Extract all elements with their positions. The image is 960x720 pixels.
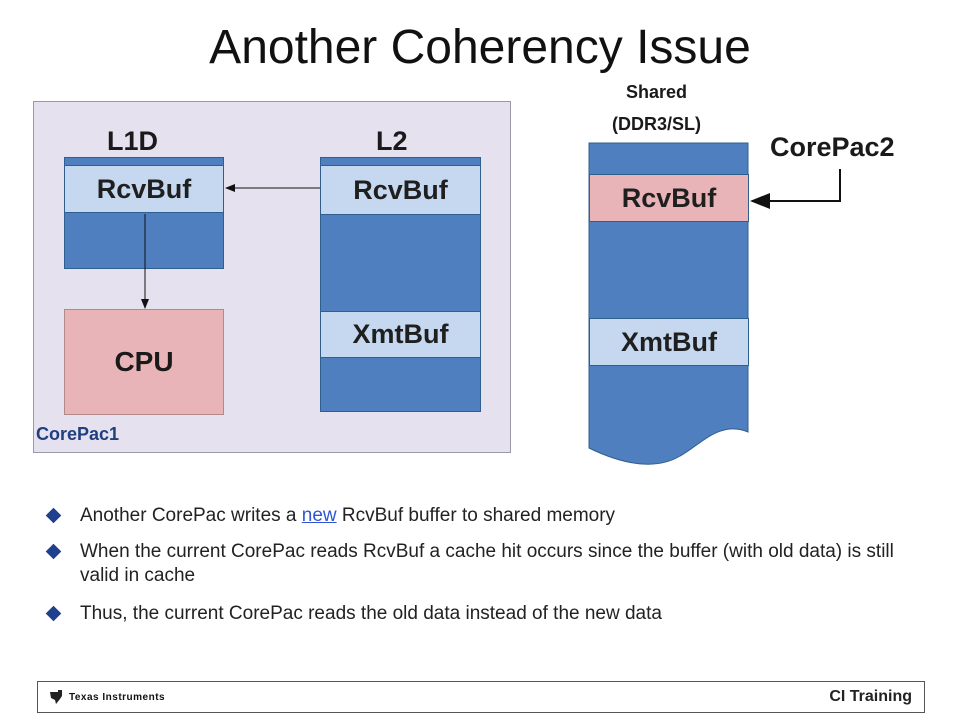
shared-rcvbuf: RcvBuf bbox=[589, 174, 749, 222]
l2-memory: RcvBuf XmtBuf bbox=[320, 157, 481, 412]
ti-company-name: Texas Instruments bbox=[69, 691, 166, 703]
ci-training-label: CI Training bbox=[829, 688, 912, 705]
bullet-1-pre: Another CorePac writes a bbox=[80, 505, 302, 526]
l1d-rcvbuf: RcvBuf bbox=[65, 165, 223, 213]
bullet-item: When the current CorePac reads RcvBuf a … bbox=[45, 540, 926, 588]
texas-instruments-logo-icon bbox=[50, 690, 62, 704]
slide-title: Another Coherency Issue bbox=[209, 21, 751, 74]
l1d-rcvbuf-label: RcvBuf bbox=[96, 173, 192, 204]
bullet-1-post: RcvBuf buffer to shared memory bbox=[336, 505, 616, 526]
footer-bar: Texas Instruments CI Training bbox=[37, 681, 925, 713]
bullet-list: Another CorePac writes a new RcvBuf buff… bbox=[45, 504, 926, 626]
l2-rcvbuf: RcvBuf bbox=[321, 165, 480, 215]
diamond-bullet-icon bbox=[45, 543, 62, 560]
corepac2-to-shared-arrow bbox=[750, 169, 841, 209]
l2-xmtbuf-label: XmtBuf bbox=[352, 319, 449, 349]
cpu-label: CPU bbox=[114, 346, 174, 377]
diamond-bullet-icon bbox=[45, 507, 62, 524]
l2-rcvbuf-label: RcvBuf bbox=[353, 174, 448, 205]
l1d-memory: RcvBuf bbox=[64, 157, 224, 269]
bullet-item: Thus, the current CorePac reads the old … bbox=[45, 602, 926, 626]
shared-xmtbuf-label: XmtBuf bbox=[621, 326, 717, 357]
bullet-2-text: When the current CorePac reads RcvBuf a … bbox=[80, 541, 894, 586]
l2-label: L2 bbox=[376, 126, 408, 156]
ti-logo: Texas Instruments bbox=[48, 689, 165, 705]
l2-xmtbuf: XmtBuf bbox=[321, 311, 480, 358]
corepac2-label: CorePac2 bbox=[770, 132, 895, 162]
cpu-block: CPU bbox=[64, 309, 224, 415]
shared-rcvbuf-label: RcvBuf bbox=[621, 182, 717, 213]
bullet-3-text: Thus, the current CorePac reads the old … bbox=[80, 603, 662, 624]
shared-xmtbuf: XmtBuf bbox=[589, 318, 749, 366]
shared-label-line1: Shared bbox=[626, 82, 688, 102]
new-link[interactable]: new bbox=[301, 505, 337, 526]
shared-label-line2: (DDR3/SL) bbox=[612, 114, 701, 134]
corepac1-label: CorePac1 bbox=[36, 424, 120, 444]
shared-memory-shape bbox=[588, 142, 749, 465]
l1d-label: L1D bbox=[107, 126, 159, 156]
bullet-item: Another CorePac writes a new RcvBuf buff… bbox=[45, 504, 926, 528]
diamond-bullet-icon bbox=[45, 605, 62, 622]
